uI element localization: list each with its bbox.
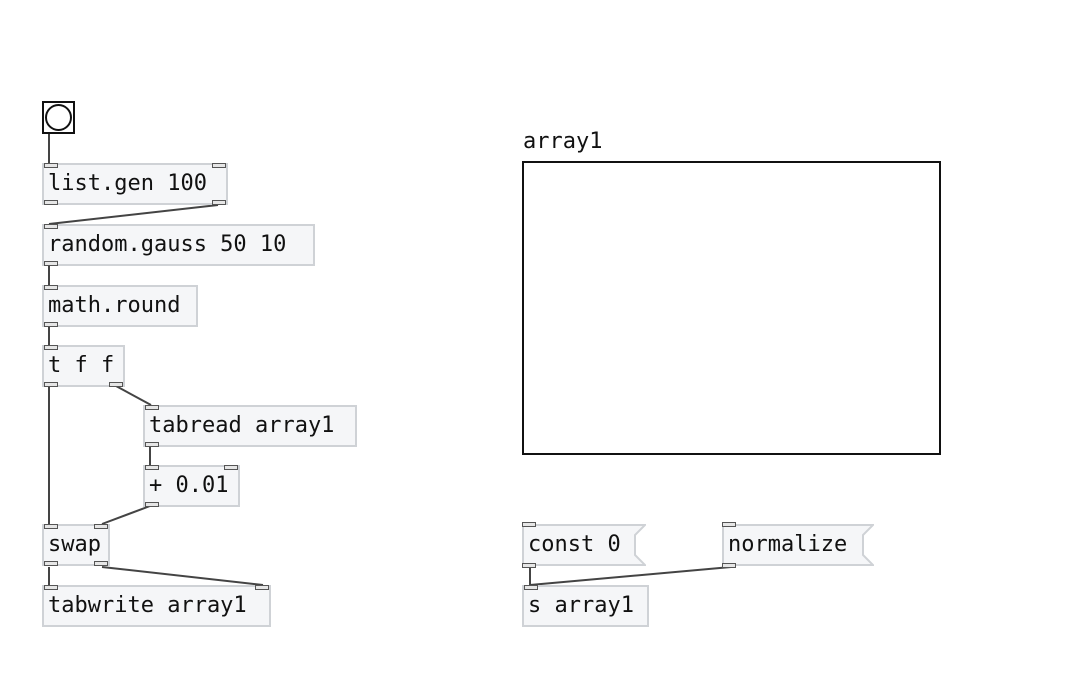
object-tabwrite[interactable]: tabwrite array1 <box>42 585 271 627</box>
object-label: s array1 <box>528 593 634 618</box>
outlet-left[interactable] <box>44 382 58 387</box>
inlet-left[interactable] <box>44 585 58 590</box>
outlet-right[interactable] <box>212 200 226 205</box>
outlet-left[interactable] <box>722 563 736 568</box>
object-trigger[interactable]: t f f <box>42 345 125 387</box>
object-add[interactable]: + 0.01 <box>143 465 240 507</box>
object-label: tabread array1 <box>149 413 335 438</box>
inlet-right[interactable] <box>212 163 226 168</box>
inlet-left[interactable] <box>44 163 58 168</box>
inlet-right[interactable] <box>94 524 108 529</box>
inlet-right[interactable] <box>224 465 238 470</box>
inlet-right[interactable] <box>255 585 269 590</box>
object-list-gen[interactable]: list.gen 100 <box>42 163 228 205</box>
object-label: t f f <box>48 353 115 378</box>
inlet-left[interactable] <box>145 465 159 470</box>
cord-add-to-swap-right <box>101 505 151 525</box>
object-random-gauss[interactable]: random.gauss 50 10 <box>42 224 315 266</box>
outlet-left[interactable] <box>145 502 159 507</box>
outlet-left[interactable] <box>145 442 159 447</box>
array-graph[interactable] <box>522 161 941 455</box>
outlet-left[interactable] <box>44 261 58 266</box>
message-const[interactable]: const 0 <box>522 522 646 568</box>
outlet-left[interactable] <box>44 561 58 566</box>
cord-normalize-to-send <box>529 566 732 586</box>
outlet-right[interactable] <box>94 561 108 566</box>
inlet-left[interactable] <box>722 522 736 527</box>
object-label: swap <box>48 532 101 557</box>
message-normalize[interactable]: normalize <box>722 522 874 568</box>
bang-button[interactable] <box>42 101 75 134</box>
object-math-round[interactable]: math.round <box>42 285 198 327</box>
object-tabread[interactable]: tabread array1 <box>143 405 357 447</box>
bang-circle-icon <box>45 104 72 131</box>
inlet-left[interactable] <box>44 345 58 350</box>
cord-list-gen-to-random-gauss <box>48 204 219 225</box>
cord-swap-right-to-tabwrite-right <box>101 566 264 586</box>
object-label: list.gen 100 <box>48 171 207 196</box>
inlet-left[interactable] <box>145 405 159 410</box>
inlet-left[interactable] <box>44 285 58 290</box>
outlet-left[interactable] <box>522 563 536 568</box>
outlet-right[interactable] <box>109 382 123 387</box>
object-label: random.gauss 50 10 <box>48 232 287 257</box>
outlet-left[interactable] <box>44 322 58 327</box>
cord-trigger-right-to-tabread <box>115 385 152 406</box>
array-name-label: array1 <box>523 129 603 154</box>
object-label: + 0.01 <box>149 473 229 498</box>
object-label: math.round <box>48 293 181 318</box>
object-swap[interactable]: swap <box>42 524 110 566</box>
object-send[interactable]: s array1 <box>522 585 649 627</box>
outlet-left[interactable] <box>44 200 58 205</box>
object-label: tabwrite array1 <box>48 593 247 618</box>
inlet-left[interactable] <box>522 522 536 527</box>
message-label: const 0 <box>528 532 621 557</box>
inlet-left[interactable] <box>44 524 58 529</box>
message-label: normalize <box>728 532 848 557</box>
inlet-left[interactable] <box>44 224 58 229</box>
inlet-left[interactable] <box>524 585 538 590</box>
